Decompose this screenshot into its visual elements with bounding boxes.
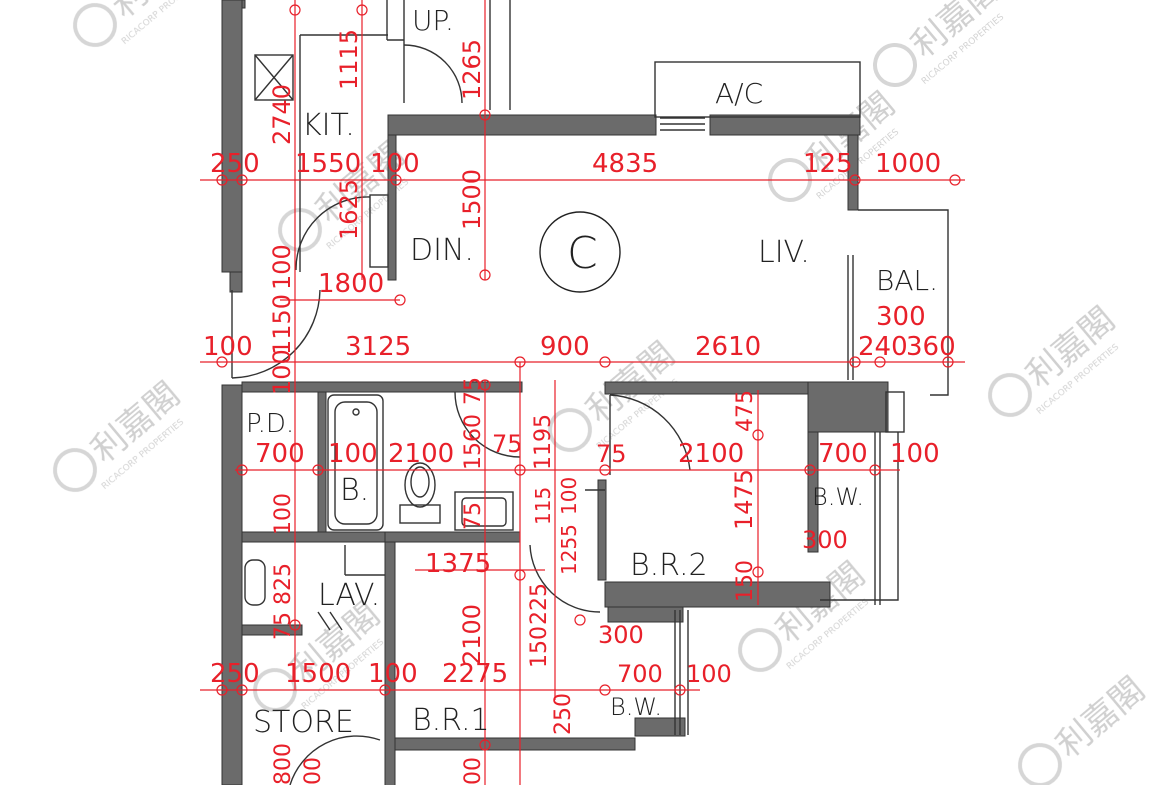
dimension-label: 2740	[268, 84, 296, 145]
watermark: 利嘉閣 RICACORP PROPERTIES	[988, 300, 1123, 417]
dimension-label: 900	[540, 332, 590, 362]
walls	[221, 0, 889, 785]
dimension-label: 800	[271, 743, 296, 785]
dimension-label: 75	[461, 502, 486, 530]
room-label-up: UP.	[412, 4, 454, 37]
dimension-label: 2100	[678, 439, 744, 469]
dimension-label: 700	[255, 439, 305, 469]
dimension-label: 00	[461, 757, 486, 785]
dimension-label: 150	[733, 560, 758, 602]
dimension-label: 1265	[458, 39, 486, 100]
dimension-label: 75	[271, 612, 296, 640]
dimension-label: 4835	[592, 149, 658, 179]
room-label-bathroom: B.	[340, 473, 369, 508]
dimension-label: 1375	[425, 549, 491, 579]
room-label-bay-window-1: B.W.	[812, 483, 864, 511]
room-label-bedroom-1: B.R.1	[412, 703, 490, 738]
room-label-dining: DIN.	[410, 233, 474, 268]
dimension-label: 300	[802, 526, 848, 554]
dimension-markers	[216, 4, 961, 751]
dimension-label: 100	[557, 477, 581, 515]
dimension-label: 125	[803, 149, 853, 179]
dimension-label: 1255	[557, 524, 581, 575]
dimension-label: 360	[906, 332, 956, 362]
dimension-label: 1800	[318, 269, 384, 299]
fixtures	[231, 0, 949, 785]
dimension-label: 100	[271, 493, 296, 535]
dimension-label: 1560	[461, 414, 486, 470]
dimension-label: 250	[210, 659, 260, 689]
watermark: 利嘉閣 RICACORP PROPERTIES	[873, 0, 1008, 87]
dimension-lines	[200, 0, 965, 785]
dimension-label: 700	[818, 439, 868, 469]
room-label-store: STORE	[253, 705, 354, 740]
dimension-label: 100	[368, 659, 418, 689]
dimension-labels: 2740 1115 1265 250 1550 100 4835 125 100…	[203, 29, 956, 785]
dimension-label: 115	[531, 487, 555, 525]
room-label-bedroom-2: B.R.2	[630, 548, 708, 583]
dimension-label: 3125	[345, 332, 411, 362]
dimension-label: 75	[461, 377, 486, 405]
dimension-label: 1500	[458, 169, 486, 230]
room-label-kitchen: KIT.	[302, 108, 355, 143]
dimension-label: 150	[527, 626, 552, 668]
unit-label: C	[567, 228, 598, 279]
dimension-label: 1000	[875, 149, 941, 179]
dimension-label: 100	[203, 332, 253, 362]
dimension-label: 240	[858, 332, 908, 362]
watermark: 利嘉閣 RICACORP PROPERTIES	[73, 0, 208, 47]
dimension-label: 250	[210, 149, 260, 179]
dimension-label: 225	[527, 583, 552, 625]
dimension-label: 100	[328, 439, 378, 469]
dimension-label: 100	[268, 244, 296, 290]
dimension-label: 100	[268, 349, 296, 395]
room-label-bay-window-2: B.W.	[610, 693, 662, 721]
dimension-label: 300	[598, 621, 644, 649]
dimension-label: 2100	[388, 439, 454, 469]
dimension-label: 1195	[531, 414, 556, 470]
dimension-label: 1115	[335, 29, 363, 90]
room-label-balcony: BAL.	[876, 264, 938, 297]
dimension-label: 250	[551, 693, 576, 735]
dimension-label: 75	[492, 430, 523, 458]
dimension-label: 2275	[442, 659, 508, 689]
dimension-label: 1150	[268, 294, 296, 355]
dimension-label: 1500	[285, 659, 351, 689]
dimension-label: 100	[890, 439, 940, 469]
dimension-label: 2610	[695, 332, 761, 362]
dimension-label: 1475	[730, 469, 758, 530]
room-labels: UP. A/C KIT. DIN. C LIV. BAL. P.D. B. LA…	[246, 4, 938, 740]
dimension-label: 825	[271, 563, 296, 605]
dimension-label: 1550	[295, 149, 361, 179]
room-label-living: LIV.	[758, 235, 810, 270]
dimension-label: 75	[596, 440, 627, 468]
dimension-label: 100	[686, 660, 732, 688]
dimension-label: 2100	[458, 604, 486, 665]
room-label-lavatory: LAV.	[318, 578, 380, 613]
watermark: 利嘉閣 RICACORP PROPERTIES	[53, 375, 188, 492]
dimension-label: 700	[617, 660, 663, 688]
unit-marker: C	[539, 211, 621, 293]
watermark: 利嘉閣	[1018, 670, 1153, 785]
dimension-label: 475	[733, 390, 758, 432]
dimension-label: 1625	[335, 179, 363, 240]
room-label-ac: A/C	[715, 77, 763, 110]
svg-text:利嘉閣: 利嘉閣	[1049, 670, 1153, 766]
room-label-pd: P.D.	[246, 409, 294, 439]
dimension-label: 00	[301, 757, 326, 785]
dimension-label: 300	[876, 302, 926, 332]
dimension-label: 100	[370, 149, 420, 179]
